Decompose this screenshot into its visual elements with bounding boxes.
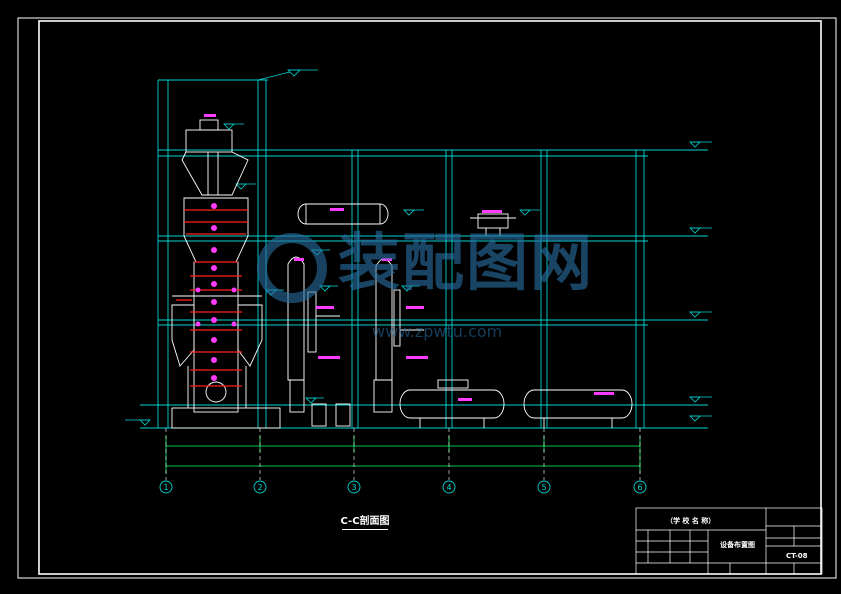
axis-grid-lines (165, 428, 641, 480)
equipment-tags (204, 114, 614, 401)
caption-underline (342, 529, 388, 530)
horizontal-tanks (297, 203, 633, 428)
title-block-drawing-name: 设备布置图 (720, 541, 755, 549)
section-caption: C-C剖面图 (340, 516, 390, 527)
axis-label-2: 2 (257, 483, 262, 492)
steel-structure (140, 71, 708, 429)
axis-bubbles (159, 480, 647, 494)
tower-nozzle-tags (195, 203, 237, 381)
outer-sheet-frame (17, 17, 837, 579)
axis-label-1: 1 (163, 483, 168, 492)
axis-label-3: 3 (351, 483, 356, 492)
tower-process-markings (176, 209, 248, 387)
dimension-lines (165, 436, 641, 474)
axis-numbers: 1 2 3 4 5 6 (163, 483, 642, 492)
watermark-logo-icon (257, 233, 327, 303)
title-block-drawing-no: CT-08 (786, 552, 808, 560)
axis-label-6: 6 (637, 483, 642, 492)
inner-drawing-border (38, 20, 822, 575)
watermark-text: 装配图网 (338, 226, 595, 299)
title-block-school-header: （学 校 名 称） (666, 517, 716, 525)
title-block (635, 507, 823, 575)
watermark-url: www.zpwtu.com (372, 322, 503, 341)
axis-label-5: 5 (541, 483, 546, 492)
axis-label-4: 4 (446, 483, 451, 492)
